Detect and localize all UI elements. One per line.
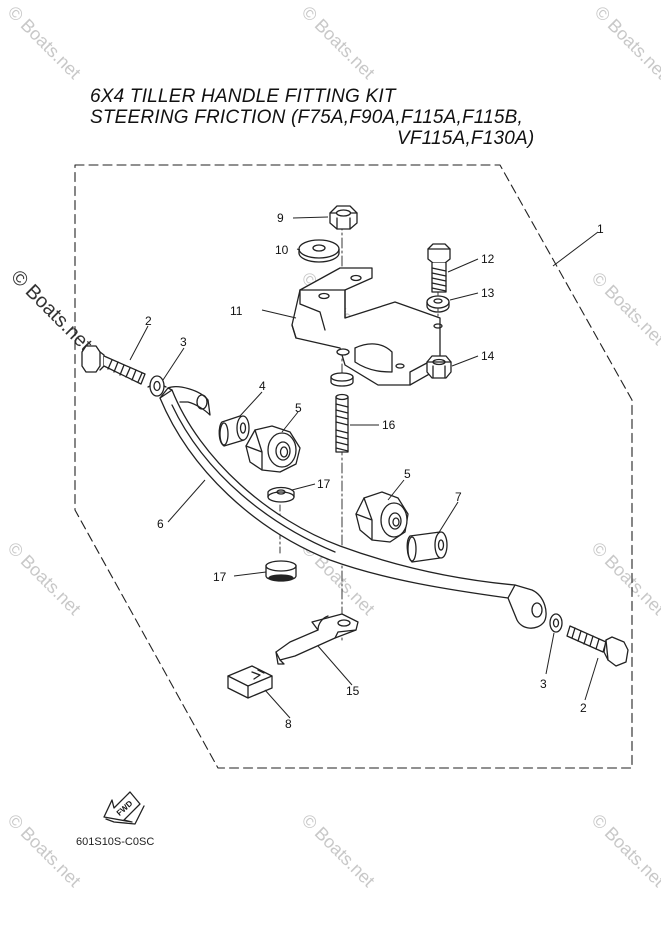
plug-part-17	[265, 560, 297, 582]
diagram-title-line-1: 6X4 TILLER HANDLE FITTING KIT	[90, 86, 396, 107]
callout-10: 10	[275, 243, 289, 257]
callout-7: 7	[455, 490, 462, 504]
callout-17: 17	[317, 477, 331, 491]
forward-arrow-icon	[103, 791, 145, 825]
callout-labels: 1 2 3 4 5 6 7 8 9 10 11 12 13 14 15 16 1…	[145, 211, 604, 731]
callout-8: 8	[285, 717, 292, 731]
lock-nut-part-5	[355, 491, 409, 543]
bolt-part-2	[81, 345, 146, 385]
plug-part-17	[267, 486, 295, 503]
leader-lines	[129, 216, 599, 719]
diagram-title-line-2: STEERING FRICTION (F75A,F90A,F115A,F115B…	[90, 107, 524, 128]
callout-3: 3	[540, 677, 547, 691]
nut-part-14	[426, 355, 452, 379]
callout-9: 9	[277, 211, 284, 225]
washer-part-3	[147, 375, 167, 397]
diagram-title-line-3: VF115A,F130A)	[397, 128, 535, 149]
bolt-part-2	[566, 625, 629, 667]
bracket-boss	[330, 372, 354, 387]
callout-2: 2	[145, 314, 152, 328]
collar-part-7	[406, 531, 448, 563]
kit-boundary	[74, 164, 633, 769]
washer-part-13	[426, 295, 450, 313]
callout-1: 1	[597, 222, 604, 236]
collar-part-4	[218, 415, 250, 447]
callout-2: 2	[580, 701, 587, 715]
callout-3: 3	[180, 335, 187, 349]
callout-12: 12	[481, 252, 495, 266]
callout-16: 16	[382, 418, 396, 432]
friction-arm-part-6	[159, 386, 547, 629]
callout-17: 17	[213, 570, 227, 584]
stud-part-16	[335, 393, 349, 453]
diagram-code: 601S10S-C0SC	[76, 836, 155, 848]
washer-part-3	[549, 613, 563, 633]
callout-13: 13	[481, 286, 495, 300]
callout-6: 6	[157, 517, 164, 531]
washer-part-10	[298, 239, 340, 263]
bracket-part-11	[291, 267, 443, 386]
plate-part-15	[275, 613, 359, 665]
callout-15: 15	[346, 684, 360, 698]
callout-14: 14	[481, 349, 495, 363]
callout-4: 4	[259, 379, 266, 393]
pad-part-8	[227, 665, 273, 699]
bolt-part-12	[427, 243, 451, 293]
callout-5: 5	[295, 401, 302, 415]
nut-part-9	[329, 205, 358, 230]
callout-11: 11	[230, 304, 243, 318]
lock-nut-part-5	[245, 425, 301, 473]
callout-5: 5	[404, 467, 411, 481]
